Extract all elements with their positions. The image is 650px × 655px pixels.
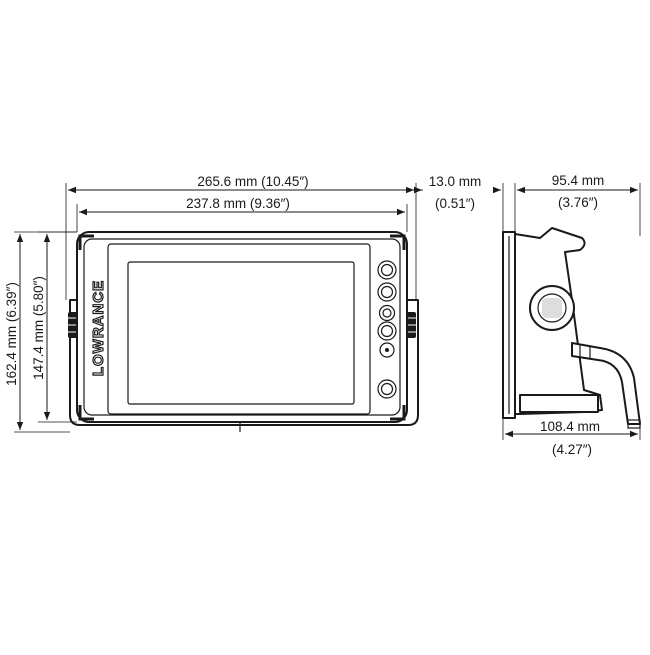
depth-bottom-mm-label: 108.4 mm (540, 419, 600, 434)
power-button-icon (379, 342, 395, 358)
front-view: LOWRANCE (68, 231, 419, 432)
bracket-offset-in-label: (0.51″) (435, 196, 475, 211)
depth-top-mm-label: 95.4 mm (552, 173, 605, 188)
side-view (502, 227, 641, 429)
display-screen (127, 261, 355, 405)
unit-housing (76, 231, 408, 423)
screen-frame (107, 243, 371, 415)
depth-bottom-in-label: (4.27″) (552, 442, 592, 457)
button-1-icon (377, 260, 397, 280)
display-height-label: 147.4 mm (5.80″) (31, 276, 46, 380)
depth-top-in-label: (3.76″) (558, 195, 598, 210)
bracket-offset-mm-label: 13.0 mm (429, 174, 482, 189)
overall-width-label: 265.6 mm (10.45″) (197, 174, 308, 189)
brand-logo: LOWRANCE (90, 280, 107, 376)
side-base (519, 394, 599, 413)
button-3-icon (378, 304, 396, 322)
button-2-icon (377, 282, 397, 302)
side-knob (529, 285, 575, 331)
front-dimensions: 265.6 mm (10.45″) 237.8 mm (9.36″) 162.4… (4, 174, 417, 433)
overall-height-label: 162.4 mm (6.39″) (4, 282, 19, 386)
unit-bezel (83, 238, 401, 416)
button-column (377, 260, 397, 399)
side-dimensions: 13.0 mm (0.51″) 95.4 mm (3.76″) 108.4 mm… (414, 173, 641, 457)
button-4-icon (377, 321, 397, 341)
button-5-icon (377, 379, 397, 399)
screen-width-label: 237.8 mm (9.36″) (186, 196, 290, 211)
